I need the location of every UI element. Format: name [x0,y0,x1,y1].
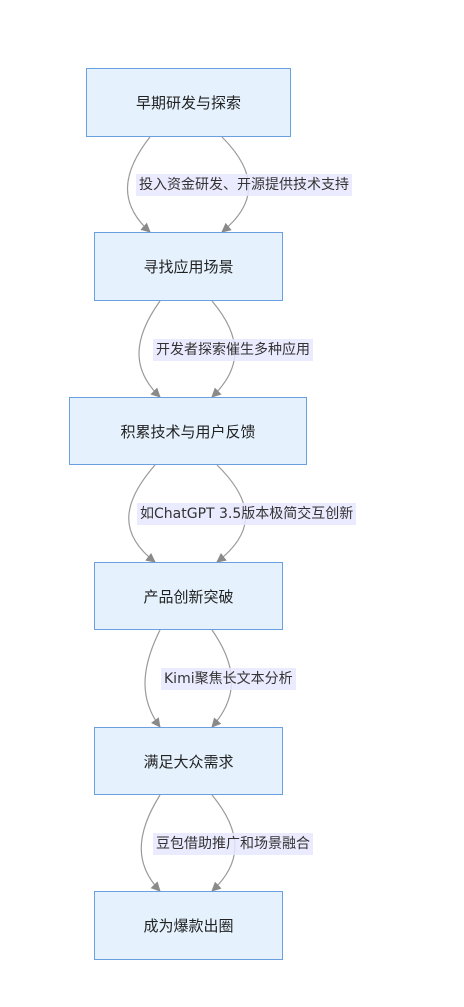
node-label: 成为爆款出圈 [143,917,234,935]
edge-3-left [128,464,156,563]
node-find-scenarios: 寻找应用场景 [94,232,283,301]
edge-label-4: Kimi聚焦长文本分析 [161,668,296,690]
node-label: 满足大众需求 [143,752,234,771]
node-product-breakthrough: 产品创新突破 [94,562,283,630]
edge-label-3: 如ChatGPT 3.5版本极简交互创新 [137,503,357,525]
node-accumulate-feedback: 积累技术与用户反馈 [69,397,307,465]
node-label: 早期研发与探索 [135,94,241,112]
edge-label-2: 开发者探索催生多种应用 [153,339,313,361]
edge-1-left [127,136,151,233]
edge-label-5: 豆包借助推广和场景融合 [153,833,313,855]
edge-2-left [138,300,161,398]
node-early-rd: 早期研发与探索 [86,68,291,137]
node-label: 产品创新突破 [143,587,234,606]
node-label: 寻找应用场景 [143,258,234,276]
node-go-viral: 成为爆款出圈 [94,891,283,960]
edge-5-left [140,794,161,892]
node-label: 积累技术与用户反馈 [120,422,256,441]
edge-label-1: 投入资金研发、开源提供技术支持 [136,174,352,196]
node-meet-demand: 满足大众需求 [94,727,283,795]
edge-4-left [144,629,161,728]
